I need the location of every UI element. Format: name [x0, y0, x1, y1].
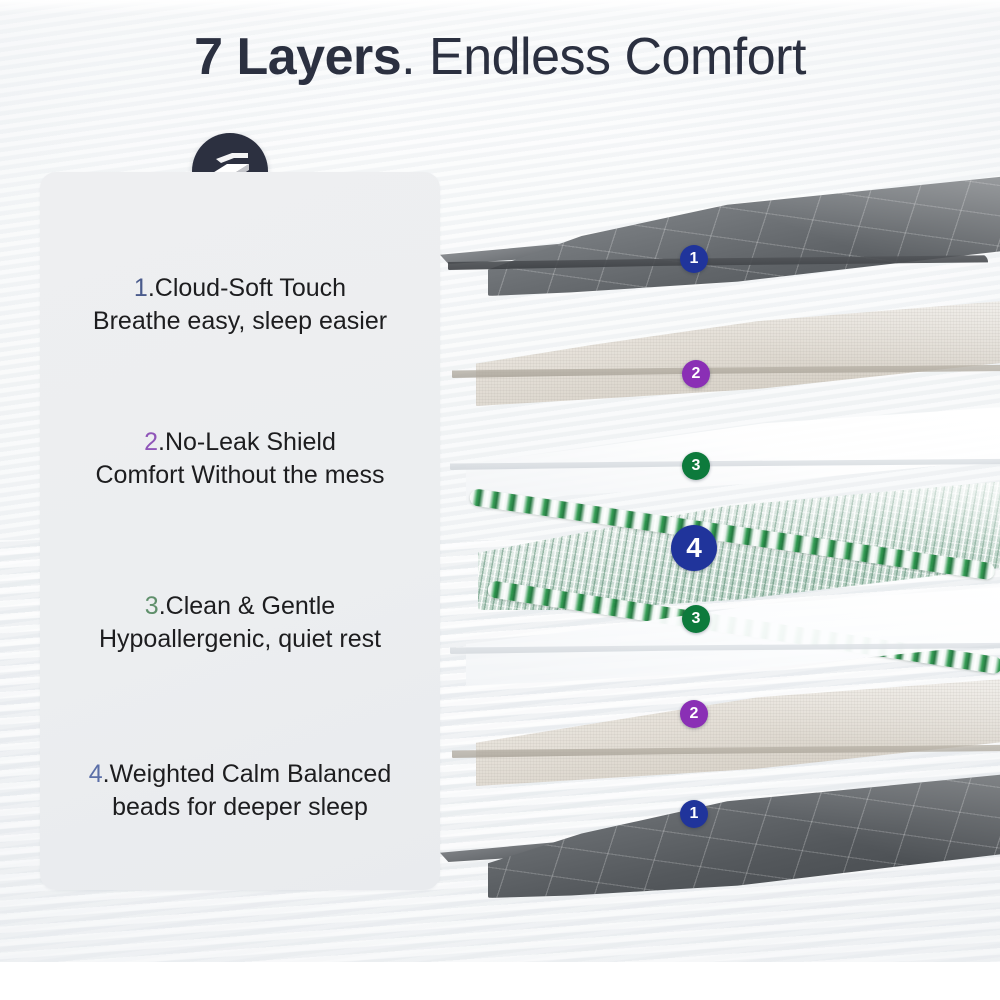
feature-1-heading-text: .Cloud-Soft Touch	[147, 274, 347, 302]
layer-badge-3-top: 3	[682, 452, 710, 480]
features-panel: 1.Cloud-Soft Touch Breathe easy, sleep e…	[40, 172, 440, 890]
layer-badge-1-top: 1	[680, 245, 708, 273]
feature-2-number: 2	[144, 428, 158, 456]
quilt-stitch-pattern	[488, 176, 1000, 296]
feature-1-number: 1	[133, 274, 148, 302]
feature-4-subtext: beads for deeper sleep	[112, 793, 368, 821]
feature-item-4: 4.Weighted Calm Balanced beads for deepe…	[40, 758, 440, 824]
feature-1-heading: 1.Cloud-Soft Touch	[40, 272, 440, 305]
layer-1-top-quilted-sheet	[488, 176, 1000, 296]
background-bottom-band	[0, 962, 1000, 1000]
background-top-fade	[0, 0, 1000, 14]
beige-grain-texture-lower	[476, 678, 1000, 786]
title-strong: 7 Layers	[194, 28, 402, 86]
layer-badge-2-top: 2	[682, 360, 710, 388]
layer-3-top-edge	[450, 458, 1000, 470]
feature-3-heading-text: .Clean & Gentle	[158, 592, 336, 620]
feature-2-heading-text: .No-Leak Shield	[158, 428, 336, 456]
feature-4-number: 4	[88, 760, 103, 788]
features-list: 1.Cloud-Soft Touch Breathe easy, sleep e…	[40, 172, 440, 890]
feature-1-subtext: Breathe easy, sleep easier	[92, 307, 388, 335]
feature-item-3: 3.Clean & Gentle Hypoallergenic, quiet r…	[40, 590, 440, 656]
feature-4-heading-text: .Weighted Calm Balanced	[102, 760, 392, 788]
feature-3-number: 3	[144, 592, 159, 620]
layer-badge-2-bottom: 2	[680, 700, 708, 728]
layer-2-bottom-beige-sheet	[476, 678, 1000, 786]
title-rest: . Endless Comfort	[401, 28, 806, 86]
beige-grain-texture	[476, 300, 1000, 406]
page-title: 7 Layers. Endless Comfort	[0, 26, 1000, 88]
feature-4-heading: 4.Weighted Calm Balanced	[40, 758, 440, 791]
layer-badge-3-bottom: 3	[682, 605, 710, 633]
feature-3-subtext: Hypoallergenic, quiet rest	[98, 625, 382, 653]
feature-item-1: 1.Cloud-Soft Touch Breathe easy, sleep e…	[40, 272, 440, 338]
layer-3-bottom-edge	[450, 642, 1000, 654]
feature-item-2: 2.No-Leak Shield Comfort Without the mes…	[40, 426, 440, 492]
layer-3-top-white-sheet	[466, 405, 1000, 500]
layer-badge-1-bottom: 1	[680, 800, 708, 828]
layer-2-top-beige-sheet	[476, 300, 1000, 406]
feature-2-subtext: Comfort Without the mess	[95, 461, 385, 489]
layer-badge-4-core: 4	[671, 525, 717, 571]
layer-stack-illustration	[440, 150, 1000, 898]
feature-2-heading: 2.No-Leak Shield	[40, 426, 440, 459]
feature-3-heading: 3.Clean & Gentle	[40, 590, 440, 623]
